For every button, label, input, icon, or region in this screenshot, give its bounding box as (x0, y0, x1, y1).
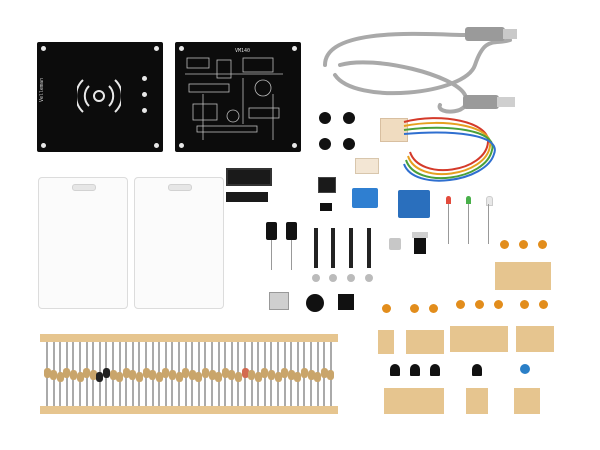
spacer-1 (319, 112, 331, 124)
screw-4 (367, 228, 371, 268)
resistor (168, 342, 176, 406)
resistor (208, 342, 216, 406)
spacer-2 (343, 112, 355, 124)
resistor (281, 342, 289, 406)
resistor (122, 342, 130, 406)
buzzer (306, 294, 324, 312)
resistor (287, 342, 295, 406)
regulator-tab (412, 232, 428, 238)
main-circuit-pcb: VM140 (175, 42, 301, 152)
nut-2 (329, 274, 337, 282)
cap-strip-2 (378, 330, 394, 354)
rainbow-wires (403, 117, 496, 182)
resistor (116, 342, 124, 406)
resistor (215, 342, 223, 406)
rfid-antenna-pcb: Velleman (37, 42, 163, 152)
spacer-3 (319, 138, 331, 150)
cap-strip-4 (450, 326, 508, 352)
led-green (466, 196, 471, 204)
led-clear (486, 196, 493, 206)
resistor (327, 342, 335, 406)
screw-3 (349, 228, 353, 268)
resistor (129, 342, 137, 406)
transistor-strip-3 (514, 388, 540, 414)
ic-socket-8pin (318, 177, 336, 193)
resistor (96, 342, 104, 406)
resistor (228, 342, 236, 406)
resistor (248, 342, 256, 406)
resistor (300, 342, 308, 406)
cap-strip-5 (516, 326, 554, 352)
resistor (201, 342, 209, 406)
resistor-tape-bottom (40, 406, 338, 414)
main-pcb-label: VM140 (235, 48, 251, 54)
screw-2 (331, 228, 335, 268)
resistor-tape-top (40, 334, 338, 342)
nut-3 (347, 274, 355, 282)
resistor (142, 342, 150, 406)
resistor (307, 342, 315, 406)
resistor (56, 342, 64, 406)
trimmer (520, 364, 530, 374)
usb-socket (269, 292, 289, 310)
resistor (320, 342, 328, 406)
crystal (389, 238, 401, 250)
resistor (50, 342, 58, 406)
electrolytic-cap-2 (286, 222, 297, 240)
cap-strip-1 (495, 262, 551, 290)
spacer-4 (343, 138, 355, 150)
usb-cable (323, 27, 517, 114)
pin-header (355, 158, 379, 174)
electrolytic-cap-1 (266, 222, 277, 240)
transistor-strip-2 (466, 388, 488, 414)
resistor (102, 342, 110, 406)
resistor (314, 342, 322, 406)
resistor (63, 342, 71, 406)
transistor-strip-1 (384, 388, 444, 414)
resistor (43, 342, 51, 406)
wire-connector-housing (380, 118, 408, 142)
resistor (274, 342, 282, 406)
resistor (195, 342, 203, 406)
resistor (109, 342, 117, 406)
resistor (261, 342, 269, 406)
cap-strip-3 (406, 330, 444, 354)
resistor-row (40, 342, 338, 406)
ic-socket-large (226, 168, 272, 186)
resistor (182, 342, 190, 406)
resistor (188, 342, 196, 406)
resistor (149, 342, 157, 406)
resistor (294, 342, 302, 406)
resistor (89, 342, 97, 406)
resistor (135, 342, 143, 406)
resistor (175, 342, 183, 406)
resistor (234, 342, 242, 406)
resistor (76, 342, 84, 406)
resistor (241, 342, 249, 406)
ic-chip (320, 203, 332, 211)
resistor (69, 342, 77, 406)
resistor (254, 342, 262, 406)
screw-1 (314, 228, 318, 268)
resistor (162, 342, 170, 406)
rfid-antenna-icon (77, 79, 121, 113)
rfid-card-1 (38, 177, 128, 309)
led-red (446, 196, 451, 204)
antenna-pcb-label: Velleman (39, 77, 45, 102)
resistor (267, 342, 275, 406)
resistor (83, 342, 91, 406)
resistor (221, 342, 229, 406)
relay (398, 190, 430, 218)
voltage-regulator (414, 236, 426, 254)
pcb-traces (185, 57, 283, 140)
nut-1 (312, 274, 320, 282)
ic-socket-small (226, 192, 268, 202)
rfid-card-2 (134, 177, 224, 309)
resistor (155, 342, 163, 406)
screw-terminal (352, 188, 378, 208)
nut-4 (365, 274, 373, 282)
power-jack (338, 294, 354, 310)
